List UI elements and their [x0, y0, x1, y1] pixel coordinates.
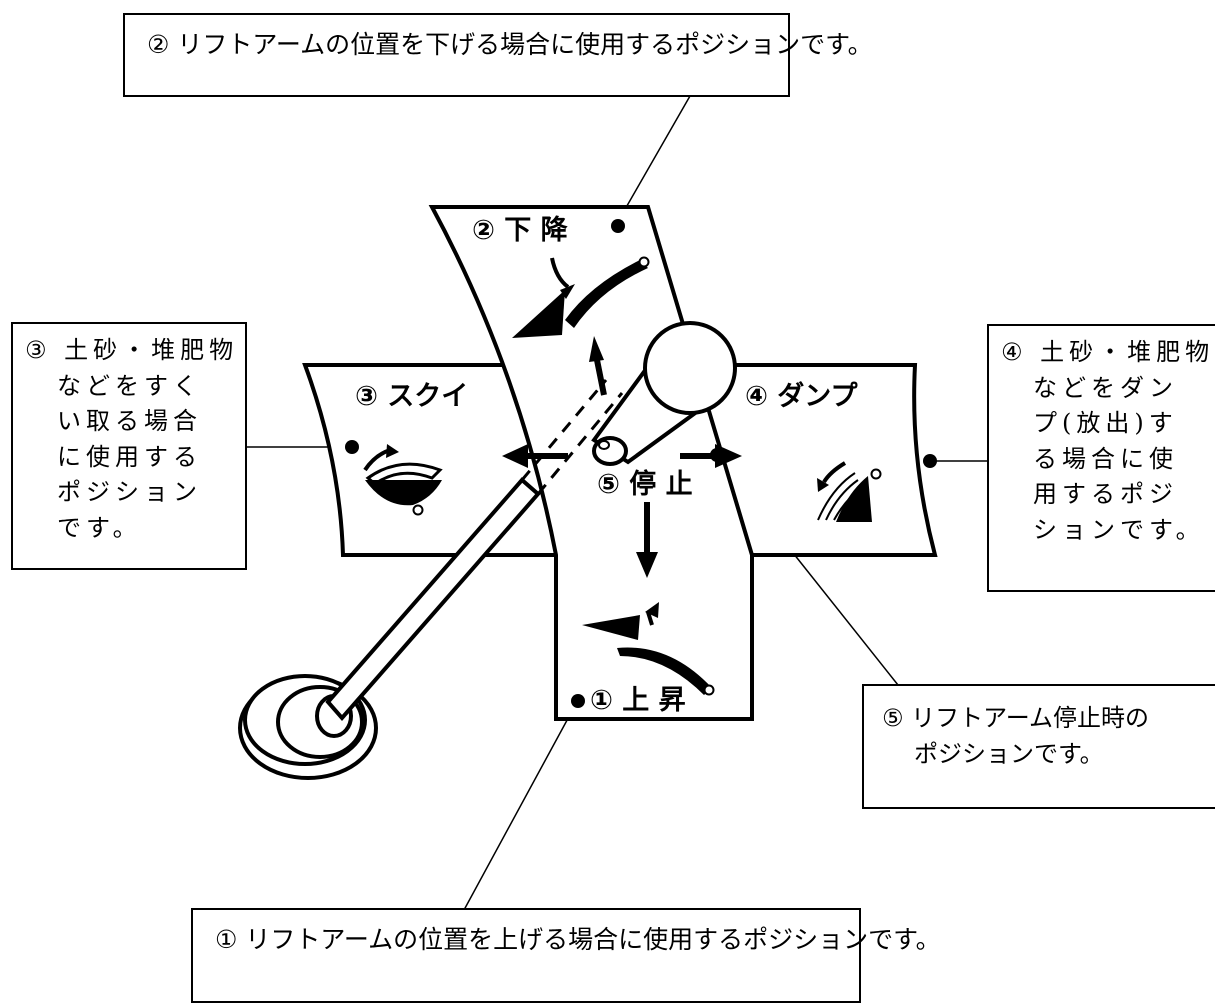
label-stop: ⑤ 停 止: [597, 468, 693, 500]
callout-raise: ① リフトアームの位置を上げる場合に使用するポジションです。: [191, 908, 941, 1003]
callout-dump-line: 土砂・堆肥物: [1040, 338, 1215, 366]
lever-icon: [238, 321, 737, 780]
lower-bucket-icon: [512, 256, 650, 338]
label-raise: ① 上 昇: [590, 685, 686, 716]
raise-bucket-icon: [582, 602, 715, 696]
bullet-lower: [611, 219, 625, 233]
callout-scoop-line: 土砂・堆肥物: [64, 336, 239, 364]
bullet-raise: [571, 694, 585, 708]
arrow-up-icon: [589, 336, 607, 396]
callout-raise-text: リフトアームの位置を上げる場合に使用するポジションです。: [245, 925, 941, 954]
callout-stop-line: リフトアーム停止時の: [911, 704, 1149, 732]
callout-stop-line: ポジションです。: [914, 740, 1104, 768]
label-lower: ② 下 降: [472, 215, 569, 246]
callout-scoop-line: ポジション: [57, 478, 202, 506]
leader-line-raise: [463, 699, 579, 911]
callout-stop-number: ⑤: [882, 704, 904, 732]
bullet-dump: [923, 454, 937, 468]
callout-dump-line: る場合に使: [1033, 444, 1178, 473]
callout-raise-number: ①: [215, 925, 238, 954]
callout-stop: ⑤ リフトアーム停止時の ポジションです。: [862, 684, 1215, 809]
callout-dump-line: ションです。: [1033, 515, 1205, 544]
callout-scoop-line: です。: [57, 513, 142, 542]
callout-dump: ④ 土砂・堆肥物 などをダン プ(放出)す る場合に使 用するポジ ションです。: [987, 324, 1215, 592]
callout-lower-text: リフトアームの位置を下げる場合に使用するポジションです。: [177, 30, 873, 59]
callout-lower: ② リフトアームの位置を下げる場合に使用するポジションです。: [123, 13, 873, 97]
callout-dump-line: などをダン: [1033, 373, 1178, 402]
arrow-right-icon: [680, 444, 742, 468]
bullet-scoop: [345, 440, 359, 454]
label-scoop: ③ スクイ: [355, 381, 468, 412]
callout-scoop: ③ 土砂・堆肥物 などをすく い取る場合 に使用する ポジション です。: [11, 322, 247, 570]
callout-lower-number: ②: [147, 30, 170, 59]
scoop-bucket-icon: [363, 444, 443, 516]
callout-dump-number: ④: [1001, 338, 1028, 366]
callout-scoop-line: などをすく: [57, 371, 202, 400]
dump-bucket-icon: [817, 461, 882, 522]
callout-dump-line: プ(放出)す: [1033, 409, 1178, 437]
callout-scoop-line: に使用する: [57, 442, 202, 471]
label-dump: ④ ダンプ: [745, 380, 858, 412]
leader-line-lower: [619, 95, 691, 219]
arrow-down-icon: [636, 502, 658, 578]
callout-dump-line: 用するポジ: [1033, 480, 1178, 508]
callout-scoop-number: ③: [25, 336, 52, 364]
callout-scoop-line: い取る場合: [57, 407, 202, 435]
